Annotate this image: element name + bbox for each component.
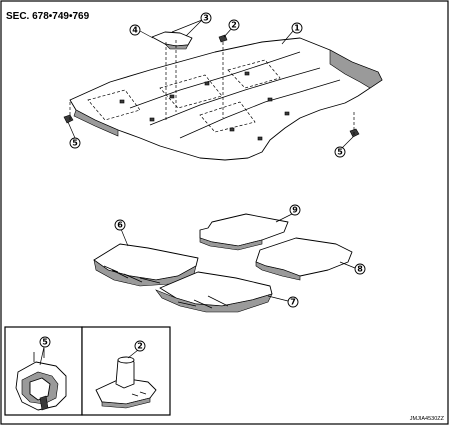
main-floor-carpet	[69, 37, 383, 161]
grommet-detail-drawing	[15, 348, 67, 411]
svg-text:1: 1	[294, 24, 300, 33]
detail-callout-2: 2	[134, 340, 146, 352]
svg-text:5: 5	[337, 148, 343, 157]
svg-text:7: 7	[290, 298, 296, 307]
callout-9: 9	[289, 204, 301, 216]
svg-text:2: 2	[137, 342, 143, 351]
svg-text:5: 5	[72, 139, 78, 148]
callout-7: 7	[287, 296, 299, 308]
callout-5-right: 5	[334, 146, 346, 158]
callout-2: 2	[228, 19, 240, 31]
svg-text:9: 9	[292, 206, 298, 215]
floor-mat-7	[155, 271, 273, 313]
callout-3: 3	[200, 12, 212, 24]
floor-mat-8	[255, 237, 353, 281]
svg-text:3: 3	[203, 14, 209, 23]
floor-mat-9	[199, 213, 289, 251]
callout-5-left: 5	[69, 137, 81, 149]
callout-8: 8	[354, 263, 366, 275]
grommet-left	[63, 114, 74, 124]
svg-text:8: 8	[357, 265, 363, 274]
svg-text:5: 5	[42, 338, 48, 347]
svg-text:2: 2	[231, 21, 237, 30]
svg-text:6: 6	[117, 221, 123, 230]
callout-1: 1	[291, 22, 303, 34]
callout-4: 4	[129, 24, 141, 36]
carpet-holes	[119, 71, 290, 141]
clip-detail-drawing	[95, 356, 157, 409]
floor-mat-6	[93, 243, 199, 287]
image-code: JMJIA4530ZZ	[410, 416, 445, 422]
svg-text:4: 4	[132, 26, 138, 35]
detail-callout-5: 5	[39, 336, 51, 348]
clip-2-small	[218, 34, 228, 43]
callout-6: 6	[114, 219, 126, 231]
section-reference: SEC. 678•749•769	[6, 11, 90, 22]
insulator-piece	[151, 31, 193, 50]
